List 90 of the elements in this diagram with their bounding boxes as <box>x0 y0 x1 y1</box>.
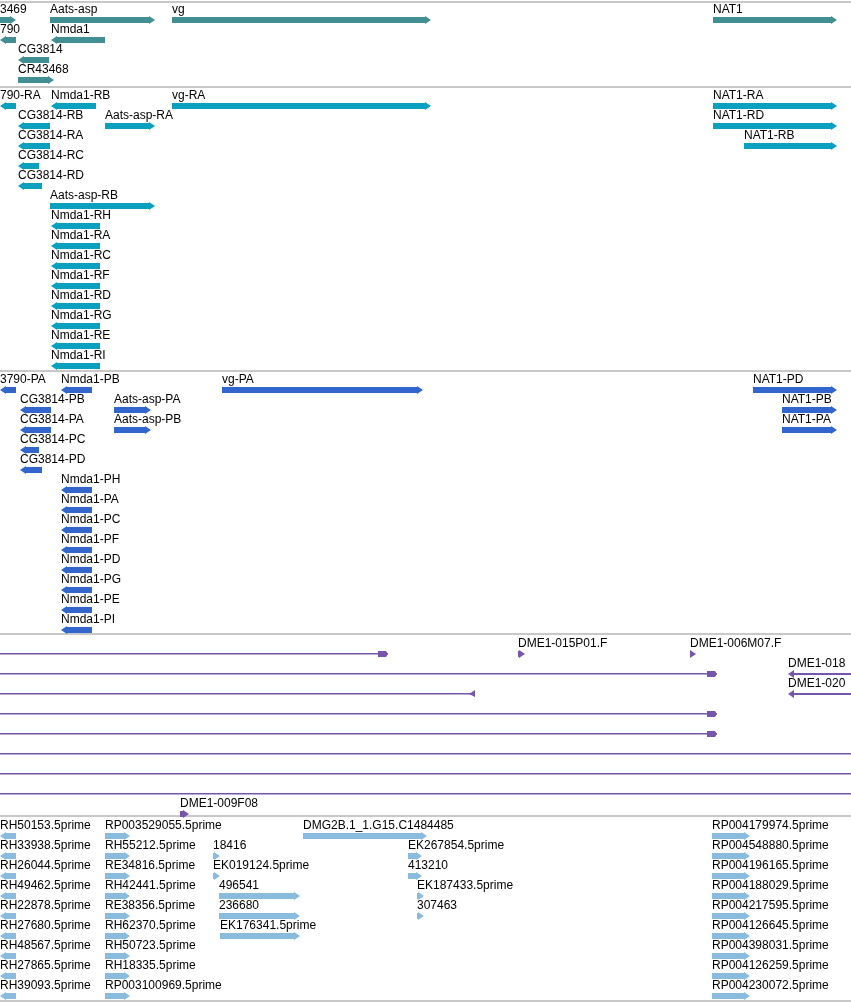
feature-label: RH18335.5prime <box>105 958 196 972</box>
feature-label: RE34816.5prime <box>105 858 196 872</box>
feature-label: NAT1-PA <box>782 412 831 426</box>
feature-label: CG3814-RC <box>18 148 85 162</box>
feature-label: CG3814-PA <box>20 412 84 426</box>
feature-label: Aats-asp-RB <box>50 188 119 202</box>
feature-label: RP004196165.5prime <box>712 858 829 872</box>
feature-label: Nmda1-RE <box>51 328 111 342</box>
feature-label: Nmda1-RG <box>51 308 112 322</box>
feature-label: Aats-asp <box>50 2 98 16</box>
feature-label: Nmda1-PF <box>61 532 119 546</box>
feature-label: EK187433.5prime <box>417 878 514 892</box>
feature-label: Nmda1-RD <box>51 288 111 302</box>
feature-label: Nmda1-PH <box>61 472 121 486</box>
feature-label: RP004217595.5prime <box>712 898 829 912</box>
feature-label: CG3814-PC <box>20 432 86 446</box>
feature-label: DME1-020 <box>788 676 846 690</box>
feature-label: RP004398031.5prime <box>712 938 829 952</box>
feature-label: Nmda1-PB <box>61 372 120 386</box>
feature-label: RH55212.5prime <box>105 838 196 852</box>
feature-label: NAT1 <box>713 2 743 16</box>
feature-label: RP003529055.5prime <box>105 818 222 832</box>
feature-label: RP004548880.5prime <box>712 838 829 852</box>
feature-label: 236680 <box>219 898 260 912</box>
feature-label: NAT1-RA <box>713 88 764 102</box>
feature-label: RH50723.5prime <box>105 938 196 952</box>
feature-label: RH48567.5prime <box>0 938 91 952</box>
feature-label: NAT1-RB <box>744 128 795 142</box>
feature-label: EK176341.5prime <box>220 918 317 932</box>
feature-label: RP004126259.5prime <box>712 958 829 972</box>
feature-label: CG3814-RD <box>18 168 85 182</box>
feature-label: Nmda1-RH <box>51 208 111 222</box>
feature-label: RE38356.5prime <box>105 898 196 912</box>
feature-label: Nmda1-PE <box>61 592 120 606</box>
feature-label: RH39093.5prime <box>0 978 91 992</box>
feature-label: EK019124.5prime <box>213 858 310 872</box>
feature-label: CG3814-RA <box>18 128 84 142</box>
feature-label: NAT1-PD <box>753 372 804 386</box>
feature-label: RP004126645.5prime <box>712 918 829 932</box>
feature-label: NAT1-PB <box>782 392 832 406</box>
feature-label: Nmda1-PC <box>61 512 121 526</box>
feature-label: Nmda1-PI <box>61 612 116 626</box>
feature-label: RP004230072.5prime <box>712 978 829 992</box>
feature-label: RH27680.5prime <box>0 918 91 932</box>
feature-label: DME1-018 <box>788 656 846 670</box>
feature-label: 3790-PA <box>0 372 46 386</box>
feature-label: vg-PA <box>222 372 254 386</box>
feature-label: Nmda1-RA <box>51 228 111 242</box>
feature-label: vg <box>172 2 185 16</box>
feature-label: NAT1-RD <box>713 108 765 122</box>
feature-label: Nmda1-PA <box>61 492 119 506</box>
feature-label: CG3814 <box>18 42 63 56</box>
feature-label: Nmda1-RF <box>51 268 110 282</box>
feature-label: 413210 <box>408 858 449 872</box>
feature-label: CG3814-PD <box>20 452 86 466</box>
feature-label: Aats-asp-RA <box>105 108 174 122</box>
feature-label: RH26044.5prime <box>0 858 91 872</box>
feature-label: DME1-006M07.F <box>690 636 782 650</box>
feature-label: CG3814-PB <box>20 392 85 406</box>
feature-label: 496541 <box>219 878 260 892</box>
feature-label: 18416 <box>213 838 247 852</box>
feature-label: RP004179974.5prime <box>712 818 829 832</box>
feature-label: Aats-asp-PB <box>114 412 182 426</box>
feature-label: 790-RA <box>0 88 41 102</box>
feature-label: RH50153.5prime <box>0 818 91 832</box>
feature-label: 307463 <box>417 898 458 912</box>
feature-label: RH22878.5prime <box>0 898 91 912</box>
feature-label: RH27865.5prime <box>0 958 91 972</box>
feature-label: CR43468 <box>18 62 69 76</box>
feature-label: DMG2B.1_1.G15.C1484485 <box>303 818 454 832</box>
feature-label: Nmda1 <box>51 22 90 36</box>
feature-label: 790 <box>0 22 21 36</box>
feature-label: DME1-009F08 <box>180 796 259 810</box>
feature-label: vg-RA <box>172 88 206 102</box>
feature-label: RH33938.5prime <box>0 838 91 852</box>
feature-label: Nmda1-PG <box>61 572 122 586</box>
feature-label: RH42441.5prime <box>105 878 196 892</box>
feature-label: Nmda1-RC <box>51 248 111 262</box>
feature-label: RH62370.5prime <box>105 918 196 932</box>
feature-label: EK267854.5prime <box>408 838 505 852</box>
feature-label: Nmda1-PD <box>61 552 121 566</box>
feature-label: CG3814-RB <box>18 108 84 122</box>
feature-label: Nmda1-RB <box>51 88 111 102</box>
feature-label: Aats-asp-PA <box>114 392 181 406</box>
feature-label: 3469 <box>0 2 27 16</box>
feature-label: RP003100969.5prime <box>105 978 222 992</box>
feature-label: DME1-015P01.F <box>518 636 608 650</box>
feature-label: RP004188029.5prime <box>712 878 829 892</box>
feature-label: Nmda1-RI <box>51 348 106 362</box>
feature-label: RH49462.5prime <box>0 878 91 892</box>
